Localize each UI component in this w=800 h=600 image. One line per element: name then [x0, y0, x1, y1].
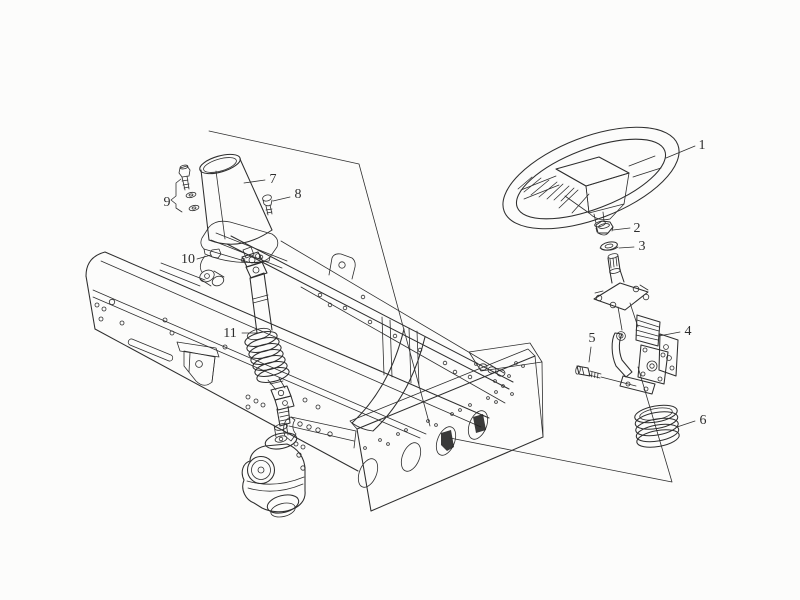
tow-holes — [357, 410, 489, 488]
callout-9-brace — [170, 178, 183, 213]
callout-3: 3 — [639, 239, 646, 254]
leader-lines — [196, 145, 696, 428]
callout-2: 2 — [634, 221, 641, 236]
callout-7: 7 — [270, 172, 277, 187]
cone-boot-group — [170, 153, 279, 264]
lock-washer — [599, 241, 619, 251]
steering-gearbox — [241, 422, 306, 518]
callouts: 1 2 3 4 5 6 7 8 9 10 11 — [164, 138, 707, 428]
callout-5: 5 — [589, 331, 596, 346]
callout-4: 4 — [685, 324, 692, 339]
screw-washer-set — [178, 164, 200, 212]
callout-11: 11 — [223, 326, 236, 341]
bolt-8 — [262, 194, 273, 216]
callout-10: 10 — [181, 252, 195, 267]
steering-shaft — [240, 246, 295, 427]
cone-boot — [199, 153, 273, 245]
steering-column-assembly — [593, 253, 679, 395]
callout-6: 6 — [700, 413, 707, 428]
bolt-5 — [575, 365, 602, 379]
steering-wheel — [502, 126, 680, 230]
coil-spring-ring — [634, 404, 680, 448]
chassis-frame — [85, 232, 544, 512]
wheel-nut — [595, 220, 614, 236]
callout-1: 1 — [699, 138, 706, 153]
projection-lines — [208, 130, 673, 483]
bracket-bolt-10 — [209, 248, 261, 259]
callout-8: 8 — [295, 187, 302, 202]
shaft-bellows — [244, 327, 290, 383]
shaft-support-roller — [199, 255, 225, 287]
callout-9: 9 — [164, 195, 171, 210]
